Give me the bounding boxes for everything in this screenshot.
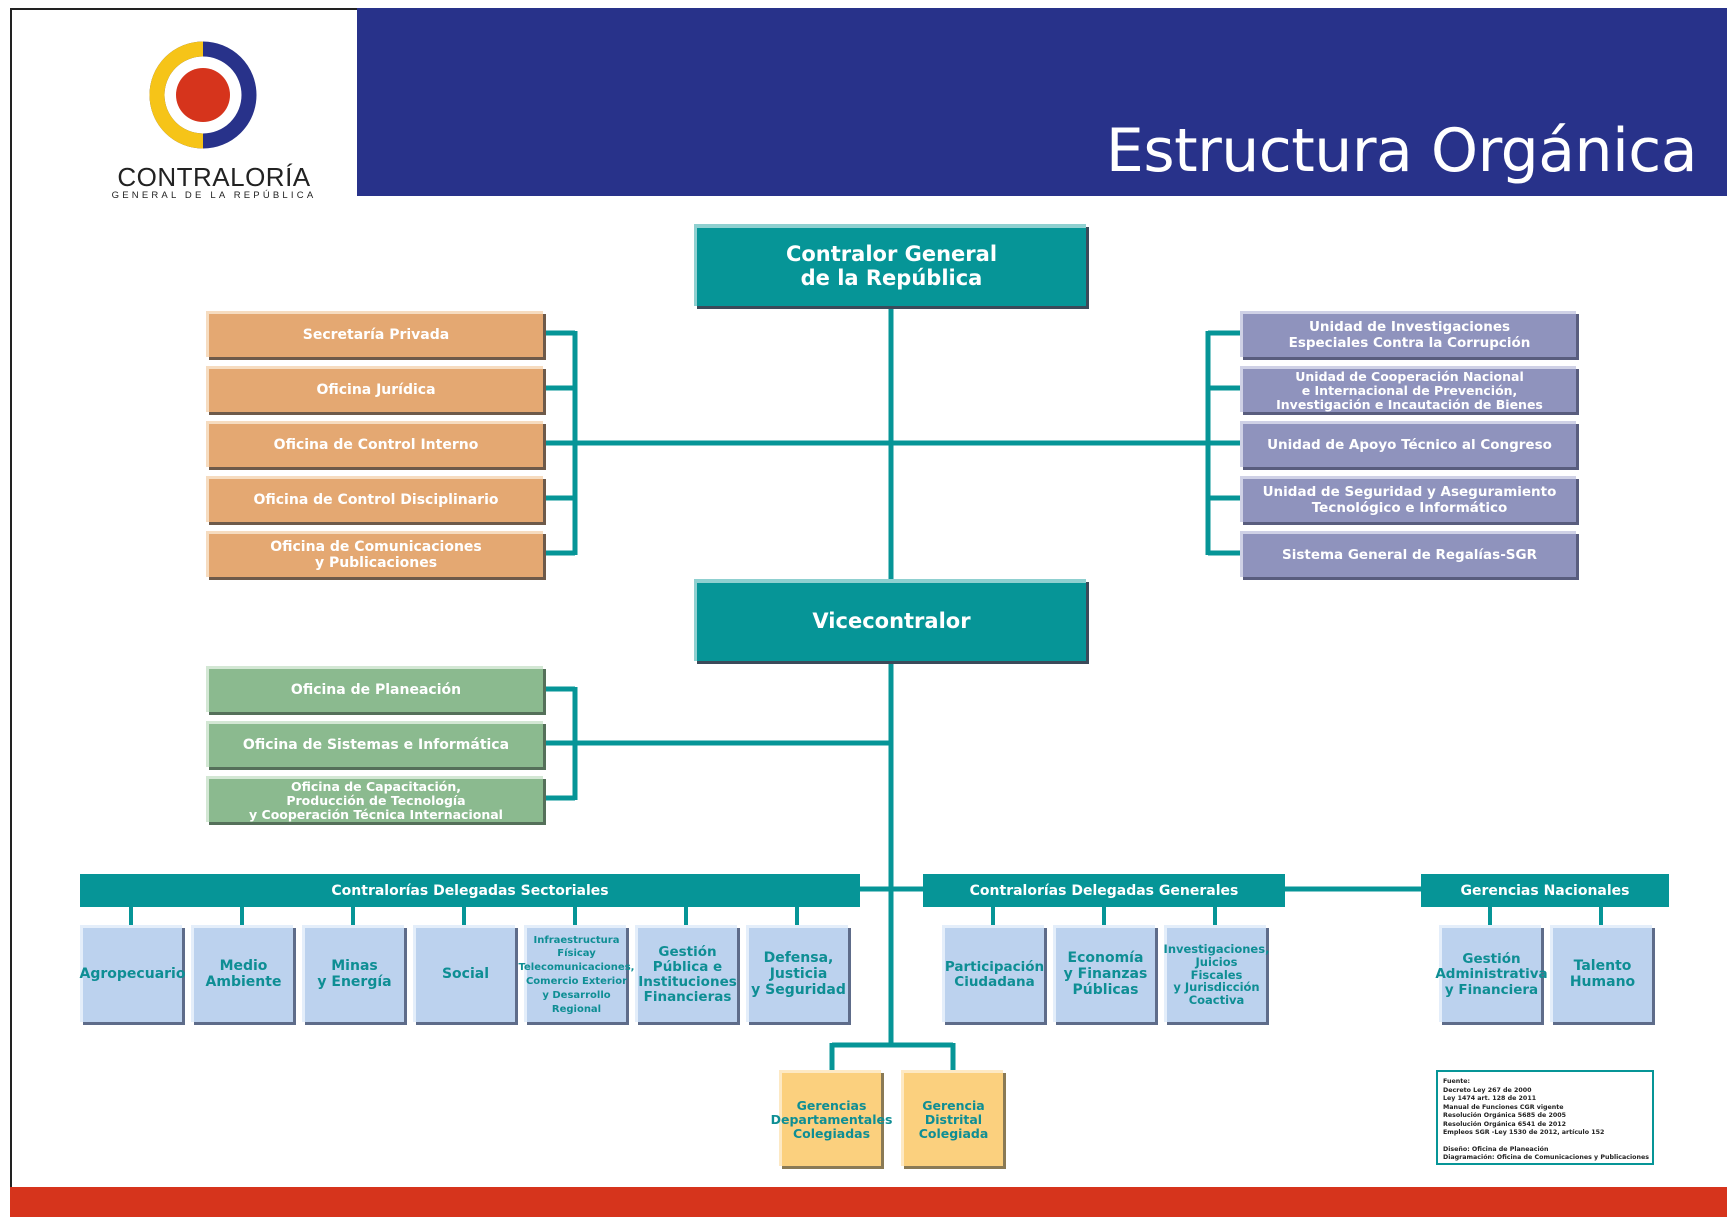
unit-seguridad-informatico: Unidad de Seguridad y Aseguramiento Tecn…	[1240, 476, 1576, 522]
unit-label: Unidad de Investigaciones Especiales Con…	[1288, 319, 1531, 351]
band-label: Contralorías Delegadas Generales	[969, 882, 1239, 899]
design-credit: Diseño: Oficina de Planeación	[1443, 1145, 1549, 1153]
office-label: Oficina de Control Interno	[273, 436, 479, 453]
general-participacion: Participación Ciudadana	[942, 925, 1044, 1022]
band-label: Gerencias Nacionales	[1460, 882, 1630, 899]
source-line: Resolución Orgánica 5685 de 2005	[1443, 1112, 1566, 1119]
vicecontralor-box: Vicecontralor	[694, 579, 1086, 661]
sector-label: Minas y Energía	[317, 958, 392, 990]
sector-label: Gestión Pública e Instituciones Financie…	[638, 943, 737, 1006]
general-label: Economía y Finanzas Públicas	[1063, 950, 1148, 998]
nacional-talento-humano: Talento Humano	[1550, 925, 1652, 1022]
unit-regalias-sgr: Sistema General de Regalías-SGR	[1240, 531, 1576, 577]
spacer	[1443, 1138, 1647, 1146]
sector-label: Agropecuario	[79, 966, 186, 983]
layout-credit: Diagramación: Oficina de Comunicaciones …	[1443, 1154, 1649, 1161]
page-title: Estructura Orgánica	[1105, 116, 1698, 186]
office-label: Oficina de Capacitación, Producción de T…	[249, 778, 503, 822]
office-sistemas: Oficina de Sistemas e Informática	[206, 721, 543, 767]
general-label: Participación Ciudadana	[944, 958, 1045, 990]
source-line: Ley 1474 art. 128 de 2011	[1443, 1095, 1537, 1102]
unit-label: Sistema General de Regalías-SGR	[1281, 546, 1538, 563]
sector-label: Infraestructura Físicay Telecomunicacion…	[518, 934, 635, 1015]
office-secretaria-privada: Secretaría Privada	[206, 311, 543, 357]
source-line: Resolución Orgánica 6541 de 2012	[1443, 1120, 1566, 1128]
gerencia-label: Gerencia Distrital Colegiada	[918, 1097, 989, 1141]
office-comunicaciones: Oficina de Comunicaciones y Publicacione…	[206, 531, 543, 577]
general-label: Investigaciones, Juicios Fiscales y Juri…	[1163, 941, 1270, 1008]
source-line: Empleos SGR -Ley 1530 de 2012, artículo …	[1443, 1129, 1605, 1136]
sector-social: Social	[413, 925, 515, 1022]
nacional-label: Talento Humano	[1569, 958, 1636, 990]
logo-name: CONTRALORÍA	[117, 162, 311, 192]
office-juridica: Oficina Jurídica	[206, 366, 543, 412]
contraloria-logo-icon	[149, 41, 257, 149]
source-line: Decreto Ley 267 de 2000	[1443, 1086, 1532, 1094]
office-label: Oficina de Comunicaciones y Publicacione…	[270, 538, 482, 571]
sector-medio-ambiente: Medio Ambiente	[191, 925, 293, 1022]
office-label: Oficina de Planeación	[290, 681, 462, 698]
sector-label: Social	[441, 966, 490, 983]
logo-subname: GENERAL DE LA REPÚBLICA	[111, 190, 317, 201]
gerencia-distrital: Gerencia Distrital Colegiada	[901, 1070, 1003, 1166]
source-line: Fuente:	[1443, 1078, 1471, 1085]
office-control-disciplinario: Oficina de Control Disciplinario	[206, 476, 543, 522]
sector-label: Defensa, Justicia y Seguridad	[751, 950, 846, 998]
sources-box: Fuente: Decreto Ley 267 de 2000 Ley 1474…	[1436, 1070, 1654, 1165]
header-band: Estructura Orgánica	[357, 8, 1727, 196]
general-investigaciones: Investigaciones, Juicios Fiscales y Juri…	[1164, 925, 1269, 1022]
band-label: Contralorías Delegadas Sectoriales	[331, 882, 609, 899]
office-label: Oficina de Sistemas e Informática	[242, 736, 510, 753]
vicecontralor-label: Vicecontralor	[812, 609, 971, 634]
logo: CONTRALORÍA GENERAL DE LA REPÚBLICA	[12, 10, 356, 201]
office-label: Secretaría Privada	[302, 326, 450, 343]
nacional-gestion-administrativa: Gestión Administrativa y Financiera	[1435, 925, 1548, 1022]
source-line: Manual de Funciones CGR vigente	[1443, 1103, 1564, 1111]
sector-defensa: Defensa, Justicia y Seguridad	[746, 925, 848, 1022]
unit-investigaciones-corrupcion: Unidad de Investigaciones Especiales Con…	[1240, 311, 1576, 357]
office-control-interno: Oficina de Control Interno	[206, 421, 543, 467]
office-capacitacion: Oficina de Capacitación, Producción de T…	[206, 776, 543, 822]
unit-label: Unidad de Cooperación Nacional e Interna…	[1276, 368, 1543, 412]
unit-label: Unidad de Seguridad y Aseguramiento Tecn…	[1262, 484, 1557, 516]
band-delegadas-sectoriales: Contralorías Delegadas Sectoriales	[80, 874, 860, 907]
sector-gestion-publica: Gestión Pública e Instituciones Financie…	[635, 925, 737, 1022]
sector-agropecuario: Agropecuario	[80, 925, 185, 1022]
band-gerencias-nacionales: Gerencias Nacionales	[1421, 874, 1669, 907]
contralor-general-label: Contralor General de la República	[785, 242, 998, 290]
contralor-general-box: Contralor General de la República	[694, 224, 1086, 306]
gerencia-label: Gerencias Departamentales Colegiadas	[770, 1097, 893, 1141]
office-planeacion: Oficina de Planeación	[206, 666, 543, 712]
unit-apoyo-congreso: Unidad de Apoyo Técnico al Congreso	[1240, 421, 1576, 467]
office-label: Oficina Jurídica	[316, 381, 436, 398]
nacional-label: Gestión Administrativa y Financiera	[1435, 951, 1548, 998]
footer-band	[10, 1187, 1727, 1217]
gerencias-departamentales: Gerencias Departamentales Colegiadas	[771, 1070, 892, 1166]
general-economia: Economía y Finanzas Públicas	[1053, 925, 1155, 1022]
sector-minas-energia: Minas y Energía	[302, 925, 404, 1022]
unit-label: Unidad de Apoyo Técnico al Congreso	[1267, 436, 1552, 453]
unit-cooperacion: Unidad de Cooperación Nacional e Interna…	[1240, 366, 1576, 412]
band-delegadas-generales: Contralorías Delegadas Generales	[923, 874, 1285, 907]
sector-infraestructura: Infraestructura Físicay Telecomunicacion…	[519, 925, 634, 1022]
sector-label: Medio Ambiente	[205, 958, 282, 990]
office-label: Oficina de Control Disciplinario	[253, 491, 499, 508]
